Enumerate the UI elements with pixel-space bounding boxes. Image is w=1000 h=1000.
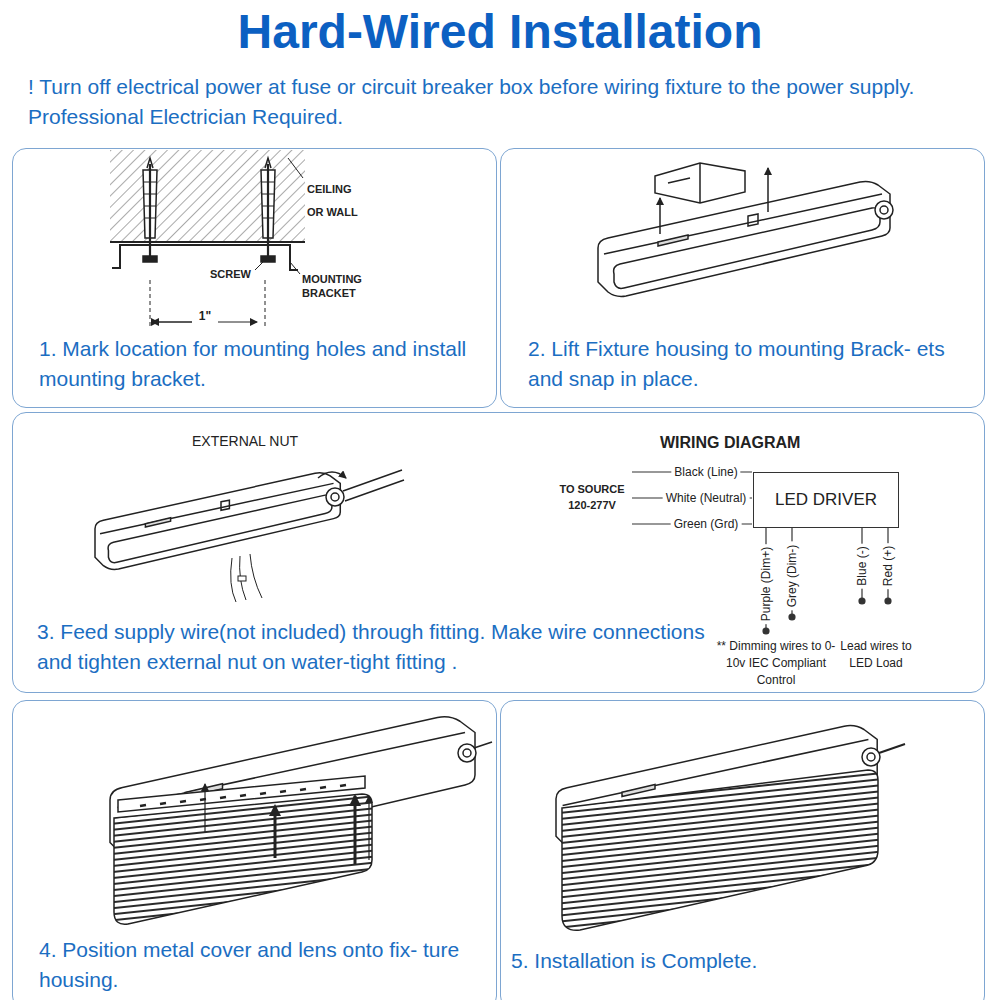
wire-label: Grey (Dim-) [785,542,799,611]
fixture-wiring-drawing [145,518,170,527]
finished-fixture-drawing [562,770,878,930]
wire-label: Blue (-) [855,543,869,588]
lens-assembly-drawing [110,717,492,924]
diagram-label: Green (Grd) [671,517,742,531]
fixture-housing-drawing [767,168,769,212]
fixture-wiring-drawing [231,554,262,602]
wire-label: Red (+) [881,543,895,589]
diagram-label: ** Dimming wires to 0-10v IEC Compliant … [716,638,836,689]
fixture-wiring-drawing [331,493,339,501]
finished-fixture-drawing [867,753,875,761]
lens-assembly-drawing [354,796,357,864]
fixture-housing-drawing [659,198,661,234]
lens-assembly-drawing [114,794,372,924]
step-panel: 4. Position metal cover and lens onto fi… [12,700,497,1000]
ceiling-mount-drawing [147,158,271,168]
diagram-label: 1" [196,309,214,323]
finished-fixture-drawing [622,785,655,797]
fixture-wiring-drawing [95,470,404,602]
fixture-wiring-drawing [95,473,340,570]
ceiling-mount-drawing [218,322,257,323]
ceiling-mount-drawing [267,164,269,256]
safety-note: ! Turn off electrical power at fuse or c… [28,72,978,132]
lens-assembly-drawing [463,749,471,757]
step-text: 4. Position metal cover and lens onto fi… [39,935,479,995]
diagram-label: White (Neutral) [663,491,750,505]
fixture-housing-drawing [598,181,893,296]
fixture-wiring-drawing [238,576,246,581]
fixture-wiring-drawing [318,472,346,478]
ceiling-mount-drawing [112,245,298,270]
driver-label: LED DRIVER [775,490,877,510]
fixture-housing-drawing [748,214,758,226]
ceiling-mount-drawing [261,256,275,262]
fixture-wiring-drawing [343,470,404,501]
wiring-lines [789,614,795,620]
ceiling-mount-drawing [150,280,151,328]
diagram-label: WIRING DIAGRAM [660,434,800,452]
fixture-housing-drawing [655,163,745,203]
step-panel: 1. Mark location for mounting holes and … [12,148,497,408]
finished-fixture-drawing [556,726,905,931]
diagram-label: Black (Line) [671,465,740,479]
step-panel: 2. Lift Fixture housing to mounting Brac… [500,148,985,408]
ceiling-mount-drawing [110,241,305,243]
diagram-label: TO SOURCE 120-277V [556,481,628,513]
diagram-label: Lead wires to LED Load [838,638,914,672]
ceiling-mount-drawing [288,158,303,178]
lens-assembly-drawing [474,742,492,748]
lens-assembly-drawing [458,744,476,762]
page-title: Hard-Wired Installation [0,2,1000,62]
wiring-lines [763,628,769,634]
diagram-label: CEILING OR WALL [307,178,365,224]
fixture-housing-drawing [658,235,688,246]
wiring-lines [859,598,865,604]
lens-assembly-drawing [204,784,205,832]
diagram-label: MOUNTING BRACKET [302,272,378,300]
step-text: 2. Lift Fixture housing to mounting Brac… [528,334,973,394]
ceiling-mount-drawing [290,262,300,274]
fixture-housing-drawing [880,206,888,214]
fixture-wiring-drawing [326,488,344,506]
step-text: 1. Mark location for mounting holes and … [39,334,479,394]
ceiling-mount-drawing [110,150,305,242]
finished-fixture-drawing [862,748,880,766]
finished-fixture-drawing [879,744,905,753]
step-panel: 5. Installation is Complete. [500,700,985,1000]
ceiling-mount-drawing [149,164,151,256]
lens-assembly-drawing [368,796,369,860]
fixture-wiring-drawing [108,495,332,563]
fixture-wiring-drawing [100,483,334,533]
wiring-lines [885,598,891,604]
fixture-housing-drawing [668,163,700,203]
ceiling-mount-drawing [143,182,275,218]
lens-assembly-drawing [274,806,277,858]
ceiling-mount-drawing [265,280,266,328]
wire-label: Purple (Dim+) [759,544,773,624]
ceiling-mount-drawing [143,256,157,262]
fixture-wiring-drawing [221,500,229,510]
ceiling-mount-drawing [110,150,305,328]
fixture-housing-drawing [614,208,880,289]
ceiling-mount-drawing [152,322,192,323]
driver-box: LED DRIVER [753,472,899,528]
fixture-housing-drawing [598,181,890,296]
ceiling-mount-drawing [255,259,266,270]
diagram-label: EXTERNAL NUT [192,433,298,449]
step-panel: 3. Feed supply wire(not included) throug… [12,412,985,693]
step-text: 3. Feed supply wire(not included) throug… [37,617,717,677]
fixture-housing-drawing [604,194,882,254]
step-text: 5. Installation is Complete. [511,946,951,976]
fixture-housing-drawing [598,163,893,297]
fixture-wiring-drawing [95,473,340,570]
diagram-label: SCREW [210,268,251,280]
fixture-housing-drawing [875,201,893,219]
